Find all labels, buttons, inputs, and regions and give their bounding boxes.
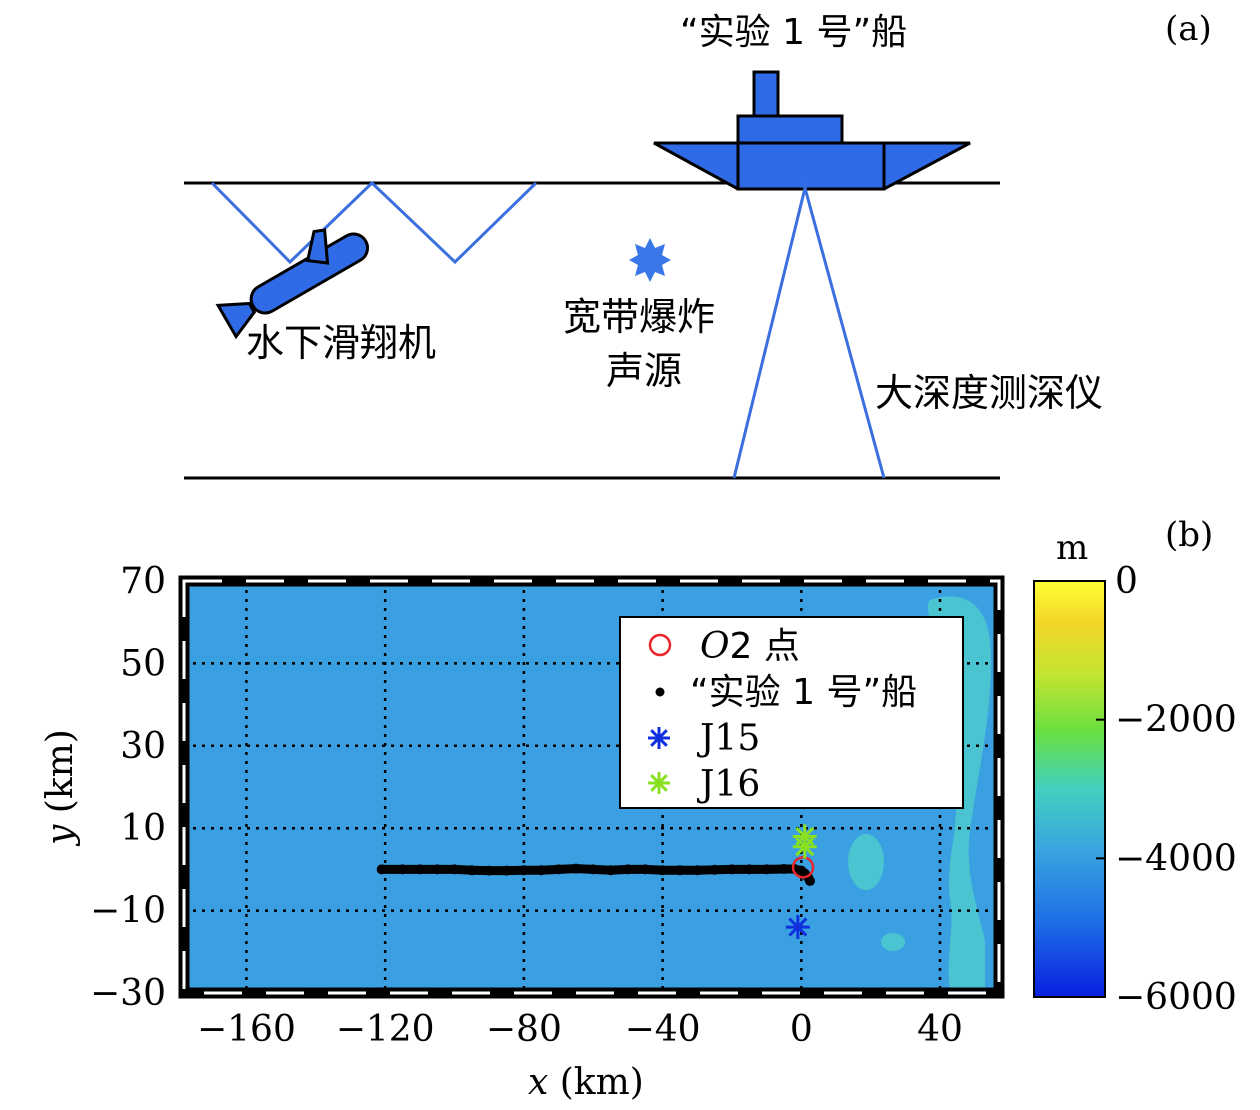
legend-j16-marker [648, 772, 670, 794]
x-tick-label: −160 [197, 1009, 296, 1050]
glider-icon [215, 228, 369, 340]
y-axis: 70 50 30 10 −10 −30 [90, 561, 166, 1014]
legend-ship-text: “实验 1 号”船 [690, 672, 917, 713]
ship-track-point [432, 864, 443, 875]
ship-track-point [804, 875, 815, 886]
legend-o2-italic: O [700, 626, 730, 667]
ship-track-point [640, 864, 651, 875]
echosounder-label: 大深度测深仪 [875, 371, 1103, 415]
ship-track-point [692, 865, 703, 876]
colorbar-unit: m [1056, 528, 1088, 568]
map-frame [178, 575, 1005, 999]
x-tick-label: −40 [625, 1009, 701, 1050]
seamount-shape [848, 834, 884, 890]
ship-track-point [397, 864, 408, 875]
ship-track-point [518, 865, 529, 876]
echosounder-beam-lines [732, 182, 886, 479]
ship-track-point [376, 864, 387, 875]
y-tick-label: −30 [90, 973, 166, 1014]
colorbar-tick-label: −2000 [1115, 700, 1237, 741]
x-axis-title: x (km) [528, 1062, 644, 1103]
j16-marker [792, 834, 817, 859]
ship-track-point [605, 865, 616, 876]
colorbar-tick-label: 0 [1115, 561, 1138, 602]
panel-a-label: (a) [1165, 9, 1212, 49]
y-tick-label: −10 [90, 891, 166, 932]
x-tick-label: 0 [790, 1009, 813, 1050]
y-axis-title: y (km) [40, 729, 81, 847]
y-axis-var: y [40, 824, 81, 847]
ship-track-point [709, 864, 720, 875]
ship-track-point [553, 864, 564, 875]
y-tick-label: 30 [120, 726, 166, 767]
source-label-line2: 声源 [606, 349, 682, 393]
ship-track-point [726, 864, 737, 875]
ship-track-point [536, 865, 547, 876]
x-axis-unit: (km) [548, 1062, 643, 1103]
ship-track-point [761, 864, 772, 875]
colorbar-ticks: 0 −2000 −4000 −6000 [1096, 561, 1237, 1018]
j15-marker [785, 915, 810, 940]
x-tick-label: −80 [486, 1009, 562, 1050]
legend-o2-suffix: 2 点 [730, 626, 800, 667]
ship-track-point [674, 865, 685, 876]
ship-track-point [657, 865, 668, 876]
legend-o2-marker [648, 633, 672, 657]
ship-track-point [484, 865, 495, 876]
x-axis-var: x [528, 1062, 548, 1103]
ship-track-point [414, 864, 425, 875]
legend-j15-text: J15 [696, 718, 760, 759]
legend-j15-marker [648, 727, 670, 749]
legend-box [619, 616, 964, 809]
y-tick-label: 70 [120, 561, 166, 602]
source-label-line1: 宽带爆炸 [563, 295, 715, 339]
ship-label: “实验 1 号”船 [680, 12, 907, 53]
ship-track-point [744, 864, 755, 875]
explosion-source-icon [629, 238, 671, 282]
colorbar-tick-label: −4000 [1115, 838, 1237, 879]
y-tick-label: 10 [120, 808, 166, 849]
ship-track-point [449, 864, 460, 875]
panel-b: (b) −160 −120 −80 −40 0 40 70 50 30 10 −10 [40, 515, 1237, 1103]
legend-j15-asterisk [648, 727, 670, 749]
ship-track-point [570, 863, 581, 874]
ship-track-point [466, 865, 477, 876]
seamount-shape [881, 933, 905, 951]
glider-label: 水下滑翔机 [246, 321, 436, 365]
glider-path-line [210, 180, 538, 265]
y-axis-unit: (km) [40, 729, 81, 824]
legend-j16-asterisk [648, 772, 670, 794]
data-marks [376, 824, 817, 940]
ship-track-point [501, 865, 512, 876]
colorbar-gradient [1033, 580, 1106, 998]
legend-j16-text: J16 [696, 764, 760, 805]
x-tick-label: −120 [336, 1009, 435, 1050]
ship-track-point [622, 864, 633, 875]
y-tick-label: 50 [120, 643, 166, 684]
panel-a: (a) “实验 1 号”船 水下滑翔机 宽带爆炸 声源 大深度测深仪 [184, 9, 1212, 480]
ship-track-point [588, 864, 599, 875]
colorbar-tick-label: −6000 [1115, 977, 1237, 1018]
x-tick-label: 40 [917, 1009, 963, 1050]
legend-o2-text: O2 点 [700, 626, 800, 667]
o2-point-marker [791, 856, 815, 879]
legend: O2 点 “实验 1 号”船 J15 J16 [619, 616, 964, 809]
ship-track-point [778, 863, 789, 874]
colorbar: m 0 −2000 −4000 −6000 [1033, 528, 1237, 1018]
panel-b-label: (b) [1165, 515, 1213, 555]
x-axis: −160 −120 −80 −40 0 40 [197, 1009, 963, 1050]
ship-icon [653, 70, 971, 191]
legend-ship-marker [655, 687, 665, 697]
